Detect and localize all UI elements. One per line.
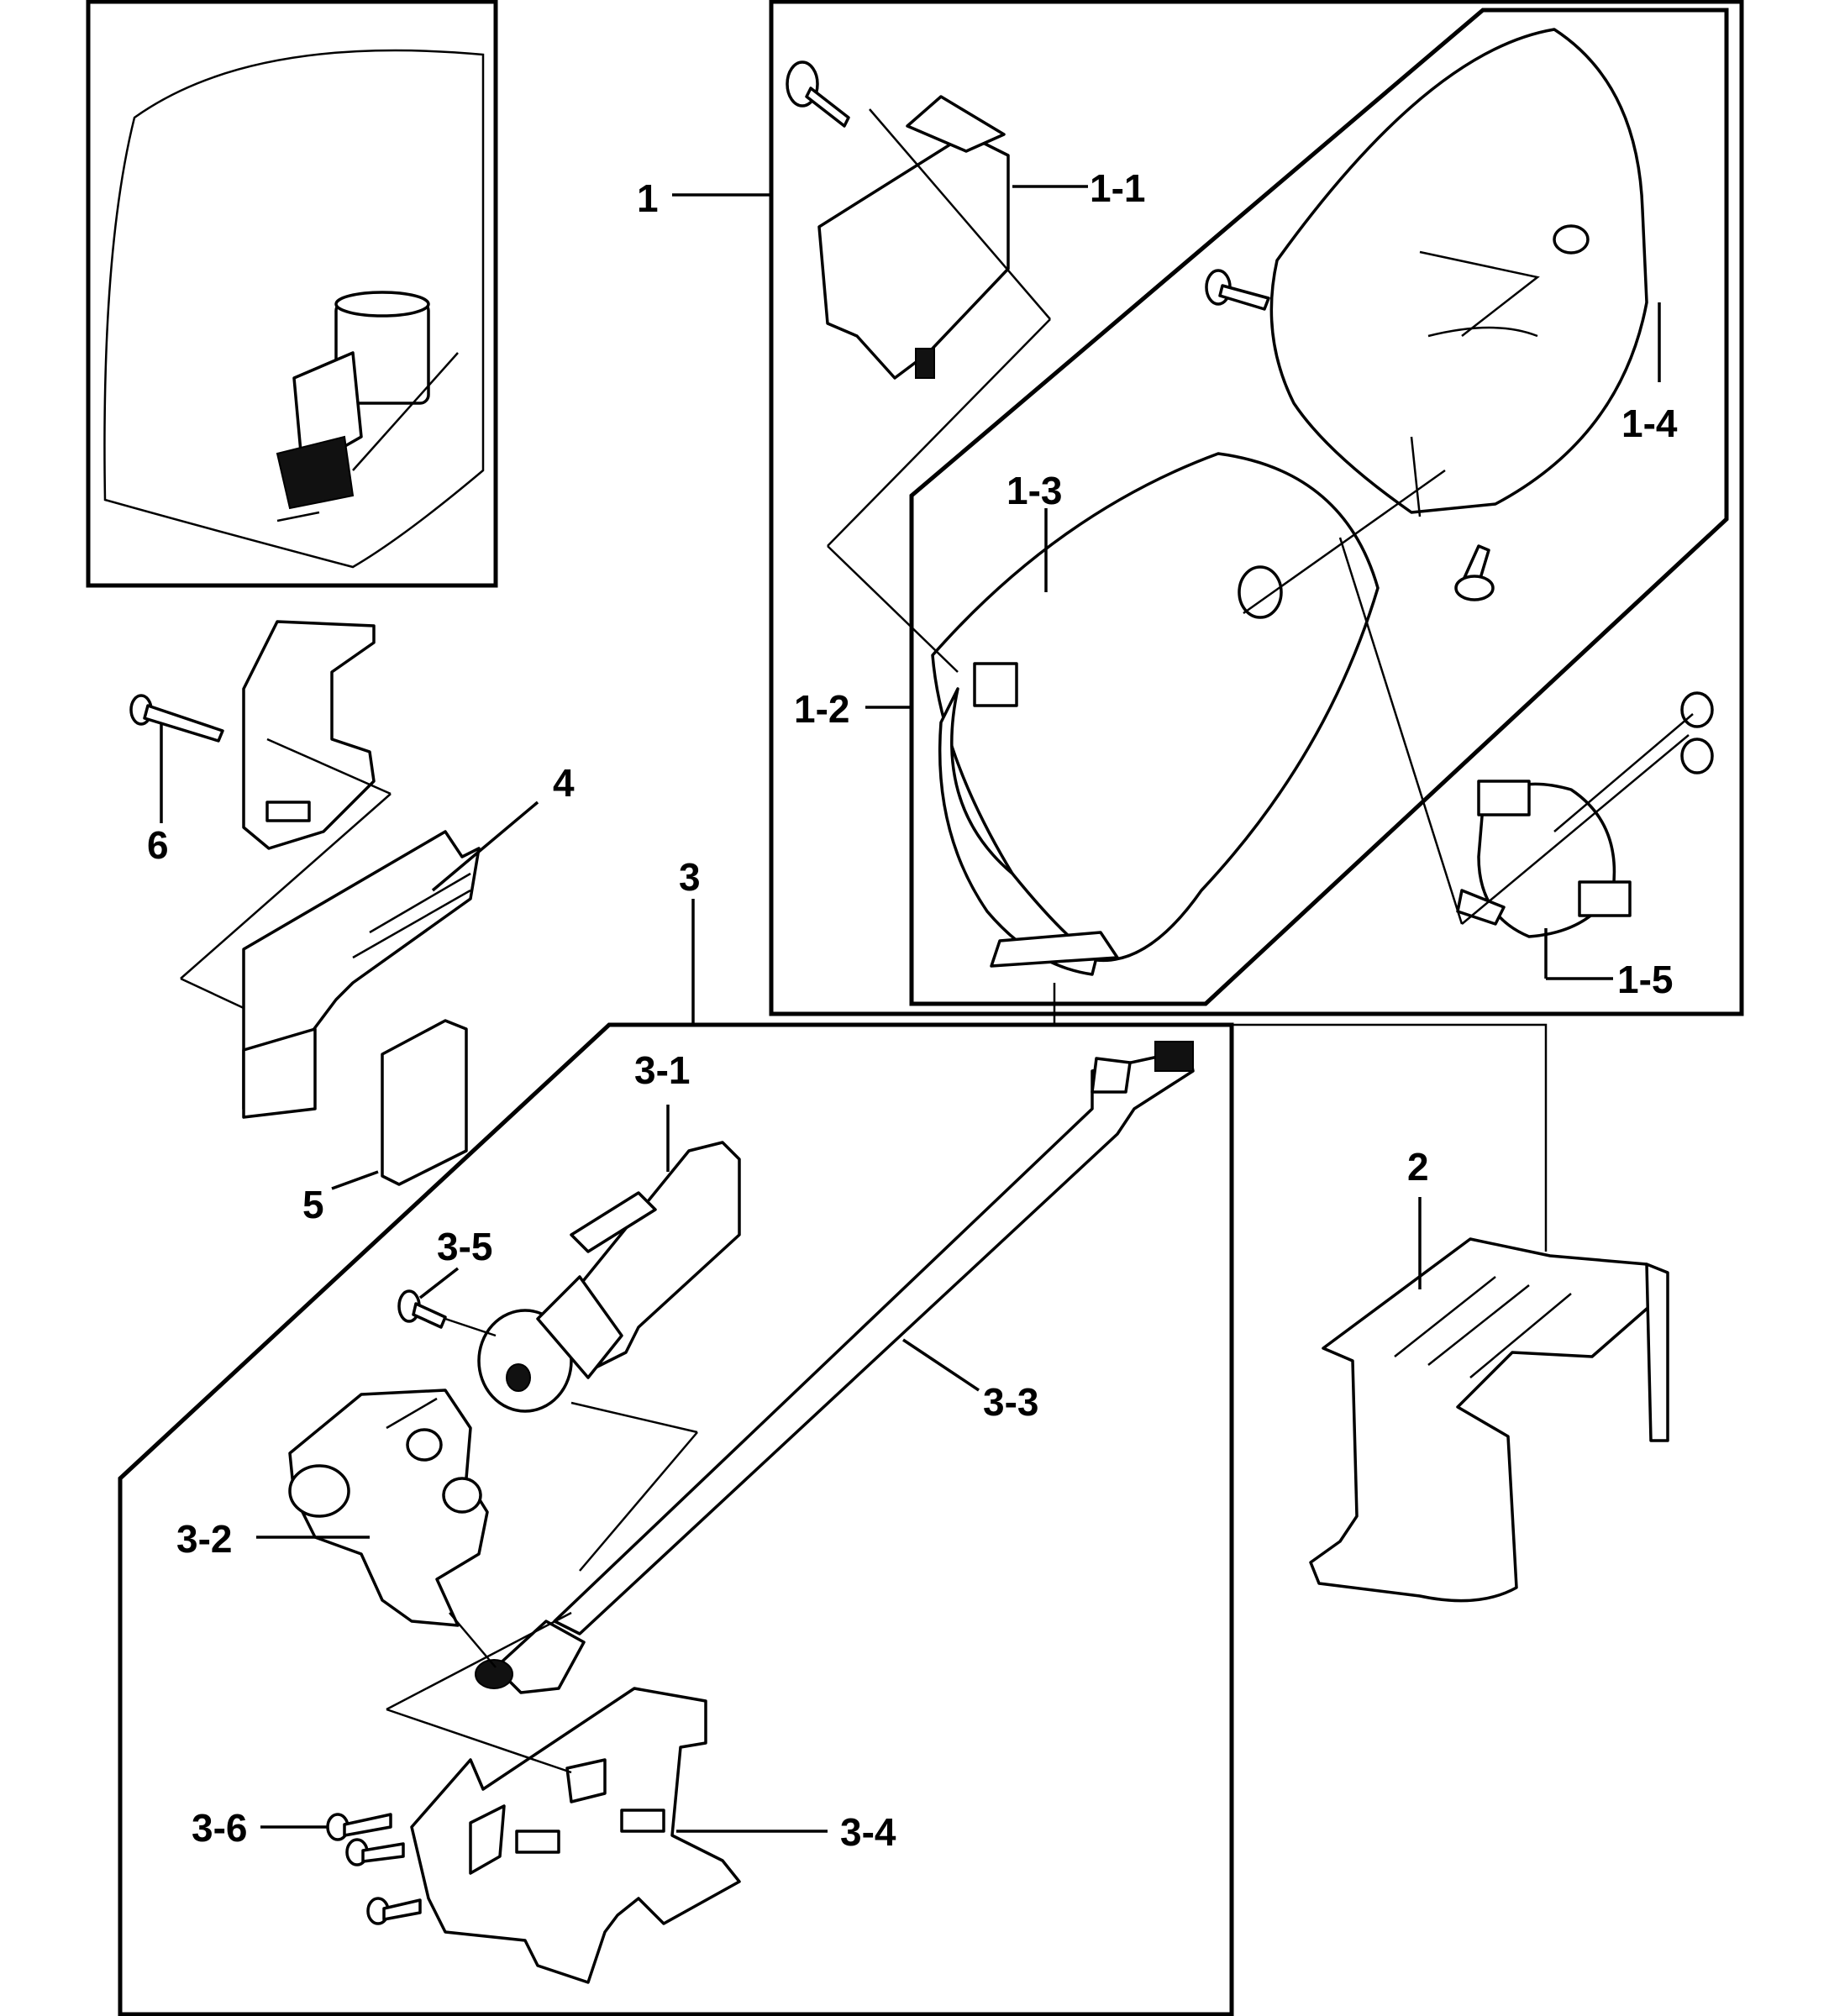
part-3-3-tube xyxy=(475,1041,1195,1694)
label-part-1-3: 1-3 xyxy=(1006,469,1062,512)
part-3-5-screw xyxy=(397,1289,497,1337)
label-part-5: 5 xyxy=(302,1183,324,1226)
part-1-5-sensor xyxy=(1456,691,1714,938)
part-4-igniter xyxy=(180,793,481,1119)
label-part-1: 1 xyxy=(637,176,659,220)
label-part-1-5: 1-5 xyxy=(1617,958,1673,1001)
part-6-screw-bracket xyxy=(129,620,392,850)
part-5-pad xyxy=(381,1019,468,1186)
label-part-1-2: 1-2 xyxy=(794,687,849,731)
part-3-4-bracket xyxy=(386,1401,741,1984)
part-1-2-shell xyxy=(931,452,1380,976)
label-part-3-4: 3-4 xyxy=(840,1810,896,1854)
leader-lines xyxy=(160,185,1661,1833)
label-part-3: 3 xyxy=(679,855,701,899)
part-3-1-burner xyxy=(477,1141,741,1413)
label-part-1-4: 1-4 xyxy=(1621,402,1678,445)
label-part-3-5: 3-5 xyxy=(437,1225,492,1268)
assembly-1-guide-lines xyxy=(827,318,1694,925)
part-3-2-valve xyxy=(288,1389,497,1668)
part-3-6-screws xyxy=(326,1813,422,1925)
label-part-3-2: 3-2 xyxy=(176,1517,232,1561)
label-part-2: 2 xyxy=(1407,1145,1429,1189)
label-part-6: 6 xyxy=(147,823,169,867)
assembly-1-box xyxy=(769,0,1744,1016)
label-part-3-6: 3-6 xyxy=(192,1806,247,1850)
label-part-1-1: 1-1 xyxy=(1090,166,1145,210)
part-labels: 1 1-1 1-2 1-3 1-4 1-5 2 3 3-1 3-2 3-3 3-… xyxy=(147,166,1678,1854)
label-part-4: 4 xyxy=(553,761,575,805)
part-1-1-bracket xyxy=(786,60,1051,380)
assembly-3-box xyxy=(118,1022,1234,2016)
label-part-3-3: 3-3 xyxy=(983,1380,1038,1424)
part-1-4-housing xyxy=(1205,28,1648,601)
label-part-3-1: 3-1 xyxy=(634,1048,690,1092)
part-2-bracket xyxy=(1053,983,1669,1603)
overview-inset xyxy=(86,0,498,588)
